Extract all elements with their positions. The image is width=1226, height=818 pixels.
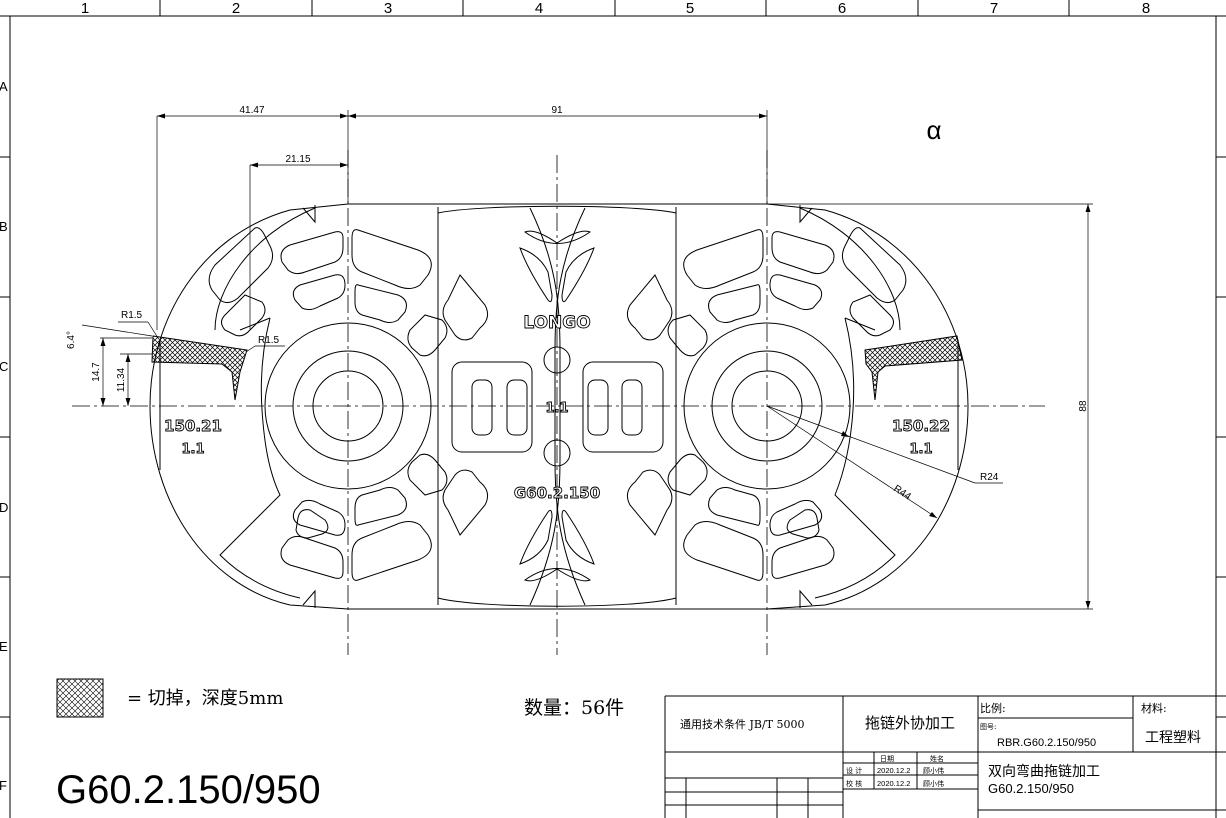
product-code: G60.2.150/950 (988, 781, 1074, 796)
check-label: 校 核 (846, 779, 862, 788)
right-code-text: 150.22 (892, 417, 950, 435)
name-header: 姓名 (930, 754, 944, 763)
title-block (664, 695, 1226, 818)
center-lines (72, 150, 1045, 655)
embossed-markings: LONGO 1.1 G60.2.150 150.21 1.1 150.22 1.… (164, 313, 951, 503)
row-label: B (0, 219, 8, 234)
dim-r24: R24 (980, 472, 999, 483)
dim-r1-5-right: R1.5 (258, 335, 280, 346)
center-chevrons (519, 230, 595, 582)
alpha-symbol: α (926, 115, 941, 145)
dim-angle: 6.4° (66, 331, 77, 349)
dim-41-47: 41.47 (239, 105, 264, 116)
left-sub-text: 1.1 (181, 442, 204, 457)
dimension-lines (81, 110, 1093, 610)
column-label: 5 (686, 0, 694, 17)
design-name: 顾小伟 (923, 766, 944, 775)
dimension-arrows (100, 113, 1091, 609)
brand-logo-text: LONGO (523, 313, 590, 333)
row-label: A (0, 79, 8, 94)
column-label: 2 (232, 0, 240, 17)
part-number-title: G60.2.150/950 (56, 768, 321, 812)
material-value: 工程塑料 (1145, 730, 1201, 746)
row-label: C (0, 359, 8, 374)
title-block-text: 通用技术条件 JB/T 5000 拖链外协加工 比例: 图号: RBR.G60.… (680, 701, 1201, 796)
dim-21-15: 21.15 (285, 154, 310, 165)
right-sub-text: 1.1 (909, 442, 932, 457)
column-label: 4 (535, 0, 543, 17)
date-header: 日期 (880, 755, 894, 763)
left-code-text: 150.21 (164, 417, 222, 435)
check-date: 2020.12.2 (877, 779, 910, 788)
design-date: 2020.12.2 (877, 766, 910, 775)
row-label: D (0, 500, 8, 515)
right-wheel-windows (626, 227, 907, 581)
dim-91: 91 (551, 105, 563, 116)
quantity-text: 数量：56件 (524, 697, 624, 719)
material-label: 材料: (1141, 701, 1167, 715)
column-label: 1 (81, 0, 89, 17)
dim-88: 88 (1078, 400, 1089, 412)
standard-text: 通用技术条件 JB/T 5000 (680, 717, 805, 731)
row-label: F (0, 778, 7, 793)
hatched-cut-right (864, 335, 963, 401)
legend-text: = 切掉，深度5mm (127, 688, 283, 709)
row-label: E (0, 639, 8, 654)
hatched-cut-left (151, 335, 248, 401)
left-wheel-windows (208, 227, 489, 581)
frame-column-labels: 1 2 3 4 5 6 7 8 (81, 0, 1150, 17)
column-label: 8 (1142, 0, 1150, 17)
product-name: 双向弯曲拖链加工 (988, 763, 1100, 780)
drawing-no-label: 图号: (980, 723, 996, 731)
process-text: 拖链外协加工 (865, 714, 955, 732)
dim-11-34: 11.34 (116, 367, 127, 392)
dim-r1-5-left: R1.5 (121, 310, 143, 321)
design-label: 设 计 (846, 766, 862, 775)
scale-label: 比例: (980, 701, 1006, 715)
column-label: 6 (838, 0, 846, 17)
part-code-text: G60.2.150 (514, 484, 600, 502)
column-label: 3 (384, 0, 392, 17)
center-code-text: 1.1 (545, 401, 568, 416)
column-label: 7 (990, 0, 998, 17)
dim-14-7: 14.7 (91, 362, 102, 382)
frame-row-labels: A B C D E F (0, 79, 8, 793)
check-name: 顾小伟 (923, 779, 944, 788)
drawing-no-value: RBR.G60.2.150/950 (997, 737, 1096, 749)
part-outline (149, 203, 969, 610)
legend-hatch-swatch (56, 678, 104, 718)
